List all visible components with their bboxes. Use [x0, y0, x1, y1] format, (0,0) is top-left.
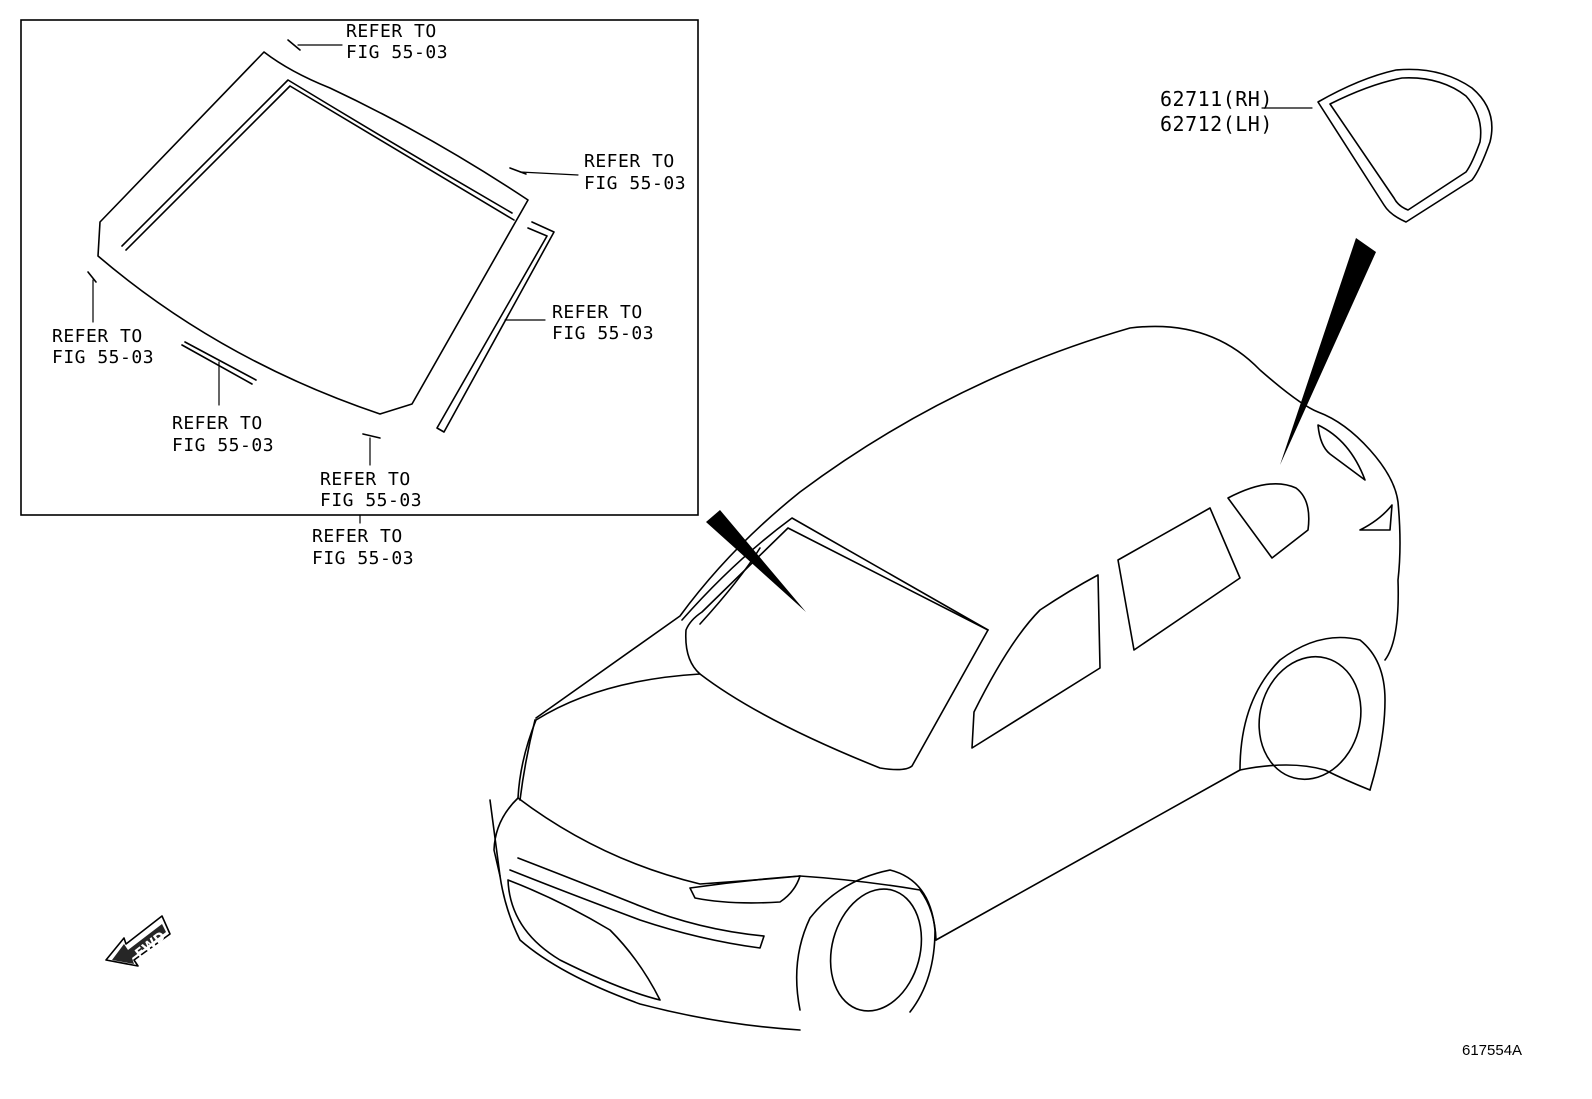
headlamp	[689, 875, 801, 904]
callout-right-lower: REFER TO FIG 55-03	[552, 302, 654, 344]
callout-line2: FIG 55-03	[312, 548, 414, 569]
callout-line1: REFER TO	[52, 326, 143, 347]
windshield-top-moulding	[121, 79, 513, 247]
part-number-lh: 62712(LH)	[1160, 112, 1273, 136]
windshield-side-moulding	[436, 221, 555, 433]
quarter-glass: 62711(RH) 62712(LH)	[1160, 68, 1493, 223]
rear-wheel	[1258, 655, 1362, 781]
callout-top: REFER TO FIG 55-03	[346, 21, 448, 63]
part-number-rh: 62711(RH)	[1160, 87, 1273, 111]
windshield-inset	[20, 19, 699, 524]
callout-below-box: REFER TO FIG 55-03	[312, 526, 414, 569]
clip-left	[87, 271, 97, 283]
windshield-glass	[97, 51, 529, 415]
callout-line2: FIG 55-03	[320, 490, 422, 511]
vehicle-illustration	[489, 325, 1401, 1031]
callout-line2: FIG 55-03	[172, 435, 274, 456]
callout-right-upper: REFER TO FIG 55-03	[584, 151, 686, 194]
forward-direction-arrow: FWD	[105, 915, 171, 967]
illustration-code: 617554A	[1462, 1042, 1522, 1059]
callout-line2: FIG 55-03	[584, 173, 686, 194]
callout-lower-left: REFER TO FIG 55-03	[172, 413, 274, 456]
callout-bottom: REFER TO FIG 55-03	[320, 469, 422, 511]
pointer-wedge-quarter-glass	[1280, 238, 1376, 465]
callout-line1: REFER TO	[552, 302, 643, 323]
callout-line2: FIG 55-03	[552, 323, 654, 344]
vehicle-windshield	[684, 527, 989, 771]
inset-frame	[20, 19, 699, 516]
windshield-lower-strip	[181, 341, 257, 385]
clip-right	[509, 167, 527, 175]
callout-line1: REFER TO	[312, 526, 403, 547]
callout-line1: REFER TO	[584, 151, 675, 172]
callout-line2: FIG 55-03	[52, 347, 154, 368]
callout-line1: REFER TO	[346, 21, 437, 42]
callout-line1: REFER TO	[320, 469, 411, 490]
callout-line1: REFER TO	[172, 413, 263, 434]
callout-line2: FIG 55-03	[346, 42, 448, 63]
clip-top	[287, 39, 301, 51]
clip-bottom	[362, 433, 381, 439]
front-wheel	[829, 888, 923, 1012]
pointer-wedge-windshield	[706, 510, 806, 612]
callout-left: REFER TO FIG 55-03	[52, 326, 154, 368]
